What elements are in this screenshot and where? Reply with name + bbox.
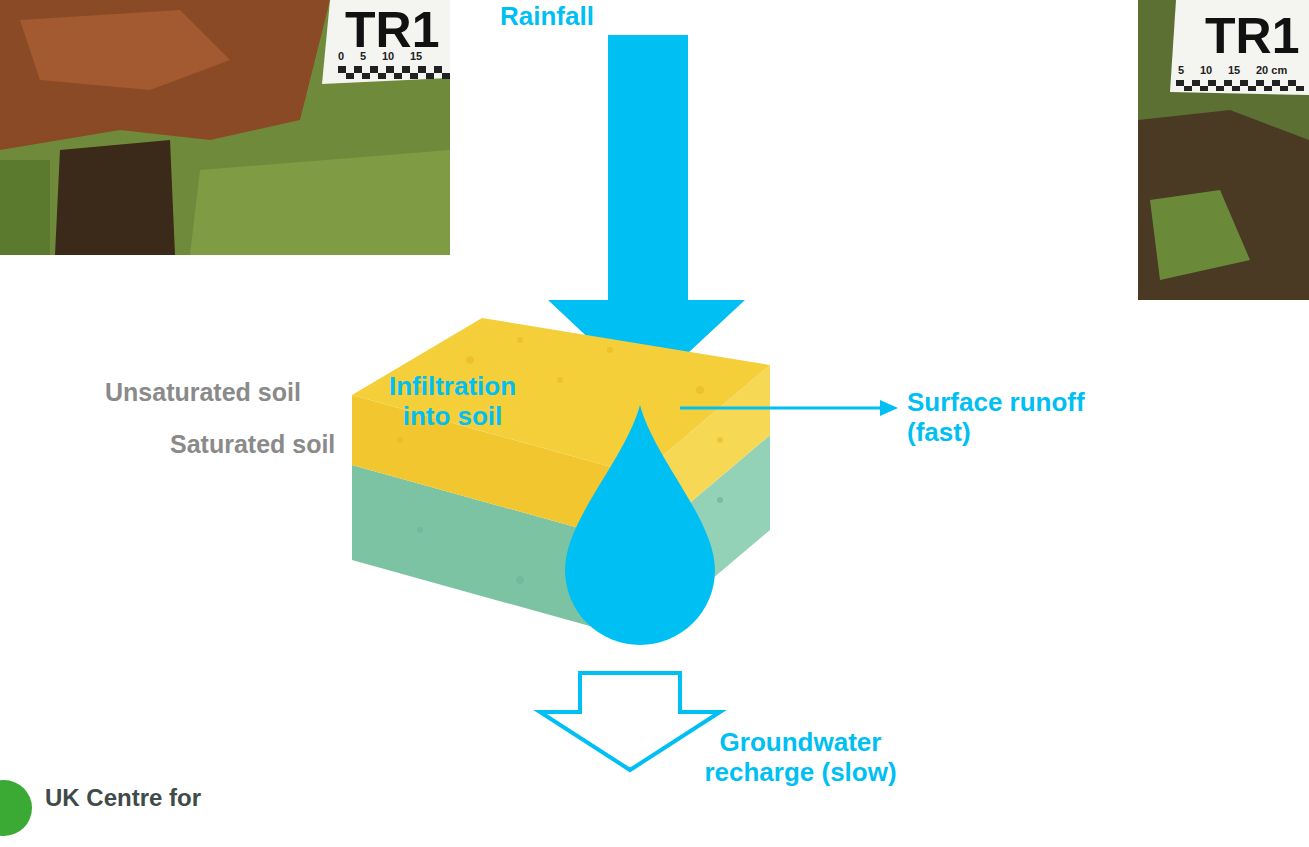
scale-number: 0 xyxy=(338,50,344,63)
logo-mark xyxy=(0,780,32,836)
scale-number: 10 xyxy=(382,50,394,63)
organisation-name: UK Centre for xyxy=(45,784,201,812)
soil-photo xyxy=(0,0,450,255)
scale-number: 10 xyxy=(1200,64,1212,77)
photo-text: TR1 xyxy=(1205,8,1299,66)
layer-label: Saturated soil xyxy=(170,430,335,459)
process-label: Groundwater recharge (slow) xyxy=(693,728,908,788)
scale-number: 15 xyxy=(410,50,422,63)
water-drop xyxy=(565,405,715,645)
scale-number: 5 xyxy=(360,50,366,63)
process-label: Rainfall xyxy=(500,2,594,32)
scale-number: 15 xyxy=(1228,64,1240,77)
runoff-arrow xyxy=(680,400,898,416)
process-label: Surface runoff (fast) xyxy=(907,388,1127,448)
scale-number: 20 cm xyxy=(1256,64,1287,77)
soil-photo xyxy=(1138,0,1309,300)
scale-number: 5 xyxy=(1178,64,1184,77)
process-label: Infiltration into soil xyxy=(365,372,540,432)
recharge-arrow xyxy=(540,673,720,770)
layer-label: Unsaturated soil xyxy=(105,378,301,407)
